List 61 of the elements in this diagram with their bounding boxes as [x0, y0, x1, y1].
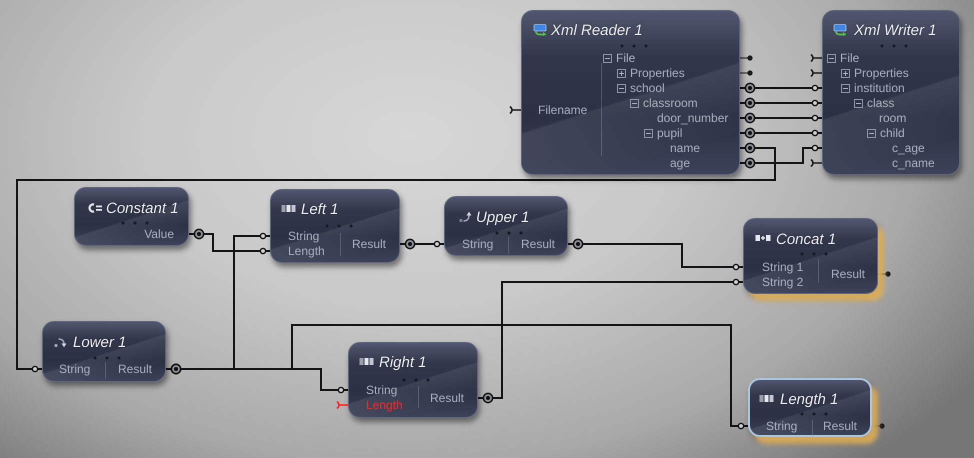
node-title: Left 1 — [301, 201, 339, 219]
connector-line — [740, 82, 822, 94]
port-label: String — [766, 419, 798, 433]
node-card — [74, 187, 189, 246]
port-label: pupil — [657, 126, 682, 140]
connector-line — [400, 238, 444, 250]
node-title: Lower 1 — [73, 334, 126, 352]
port-label: String 1 — [762, 260, 804, 274]
port-label: class — [867, 96, 894, 110]
port-label: institution — [854, 81, 905, 95]
port-label: Result — [520, 237, 555, 251]
port-label: room — [879, 111, 906, 125]
port-label: classroom — [643, 96, 698, 110]
node-card — [748, 378, 872, 437]
connector-line — [568, 238, 743, 270]
node-card — [822, 10, 960, 175]
node-card — [348, 342, 478, 418]
port-label: Properties — [854, 66, 909, 80]
port-label: String 2 — [762, 275, 804, 289]
port-label: c_name — [892, 156, 935, 170]
connector-line — [740, 128, 822, 138]
port-label: school — [630, 81, 665, 95]
connector-line — [189, 228, 270, 254]
port-label: Properties — [630, 66, 685, 80]
port-label: String — [288, 229, 320, 243]
port-label: Result — [352, 237, 386, 251]
connector-line — [16, 142, 776, 372]
node-card — [270, 189, 400, 263]
port-label: String — [366, 383, 398, 397]
port-label: Value — [144, 227, 174, 241]
port-label: age — [670, 156, 690, 170]
node-title: Concat 1 — [776, 231, 836, 249]
port-label: Filename — [538, 103, 588, 117]
port-label: Result — [430, 391, 464, 405]
port-label: Length — [288, 244, 325, 258]
port-label: File — [616, 51, 636, 65]
port-label: Result — [830, 267, 865, 281]
port-label: child — [880, 126, 905, 140]
port-label: Length — [366, 398, 403, 412]
node-card — [521, 10, 740, 175]
port-label: door_number — [657, 111, 728, 125]
connector-line — [740, 144, 822, 168]
node-title: Length 1 — [780, 391, 838, 409]
port-label: name — [670, 141, 700, 155]
port-label: Result — [118, 362, 152, 376]
port-label: File — [840, 51, 860, 65]
node-card — [743, 218, 878, 294]
node-card — [42, 321, 166, 382]
port-label: String — [462, 237, 494, 251]
connector-line — [478, 278, 743, 404]
port-label: Result — [822, 419, 857, 433]
node-title: Xml Reader 1 — [551, 22, 643, 40]
node-card — [444, 196, 568, 256]
node-title: Constant 1 — [106, 200, 179, 218]
connector-line — [740, 112, 822, 124]
connector-line — [740, 98, 822, 108]
node-title: Right 1 — [379, 354, 427, 372]
port-label: String — [59, 362, 90, 376]
node-title: Upper 1 — [476, 209, 530, 227]
node-title: Xml Writer 1 — [854, 22, 936, 40]
port-label: c_age — [892, 141, 925, 155]
